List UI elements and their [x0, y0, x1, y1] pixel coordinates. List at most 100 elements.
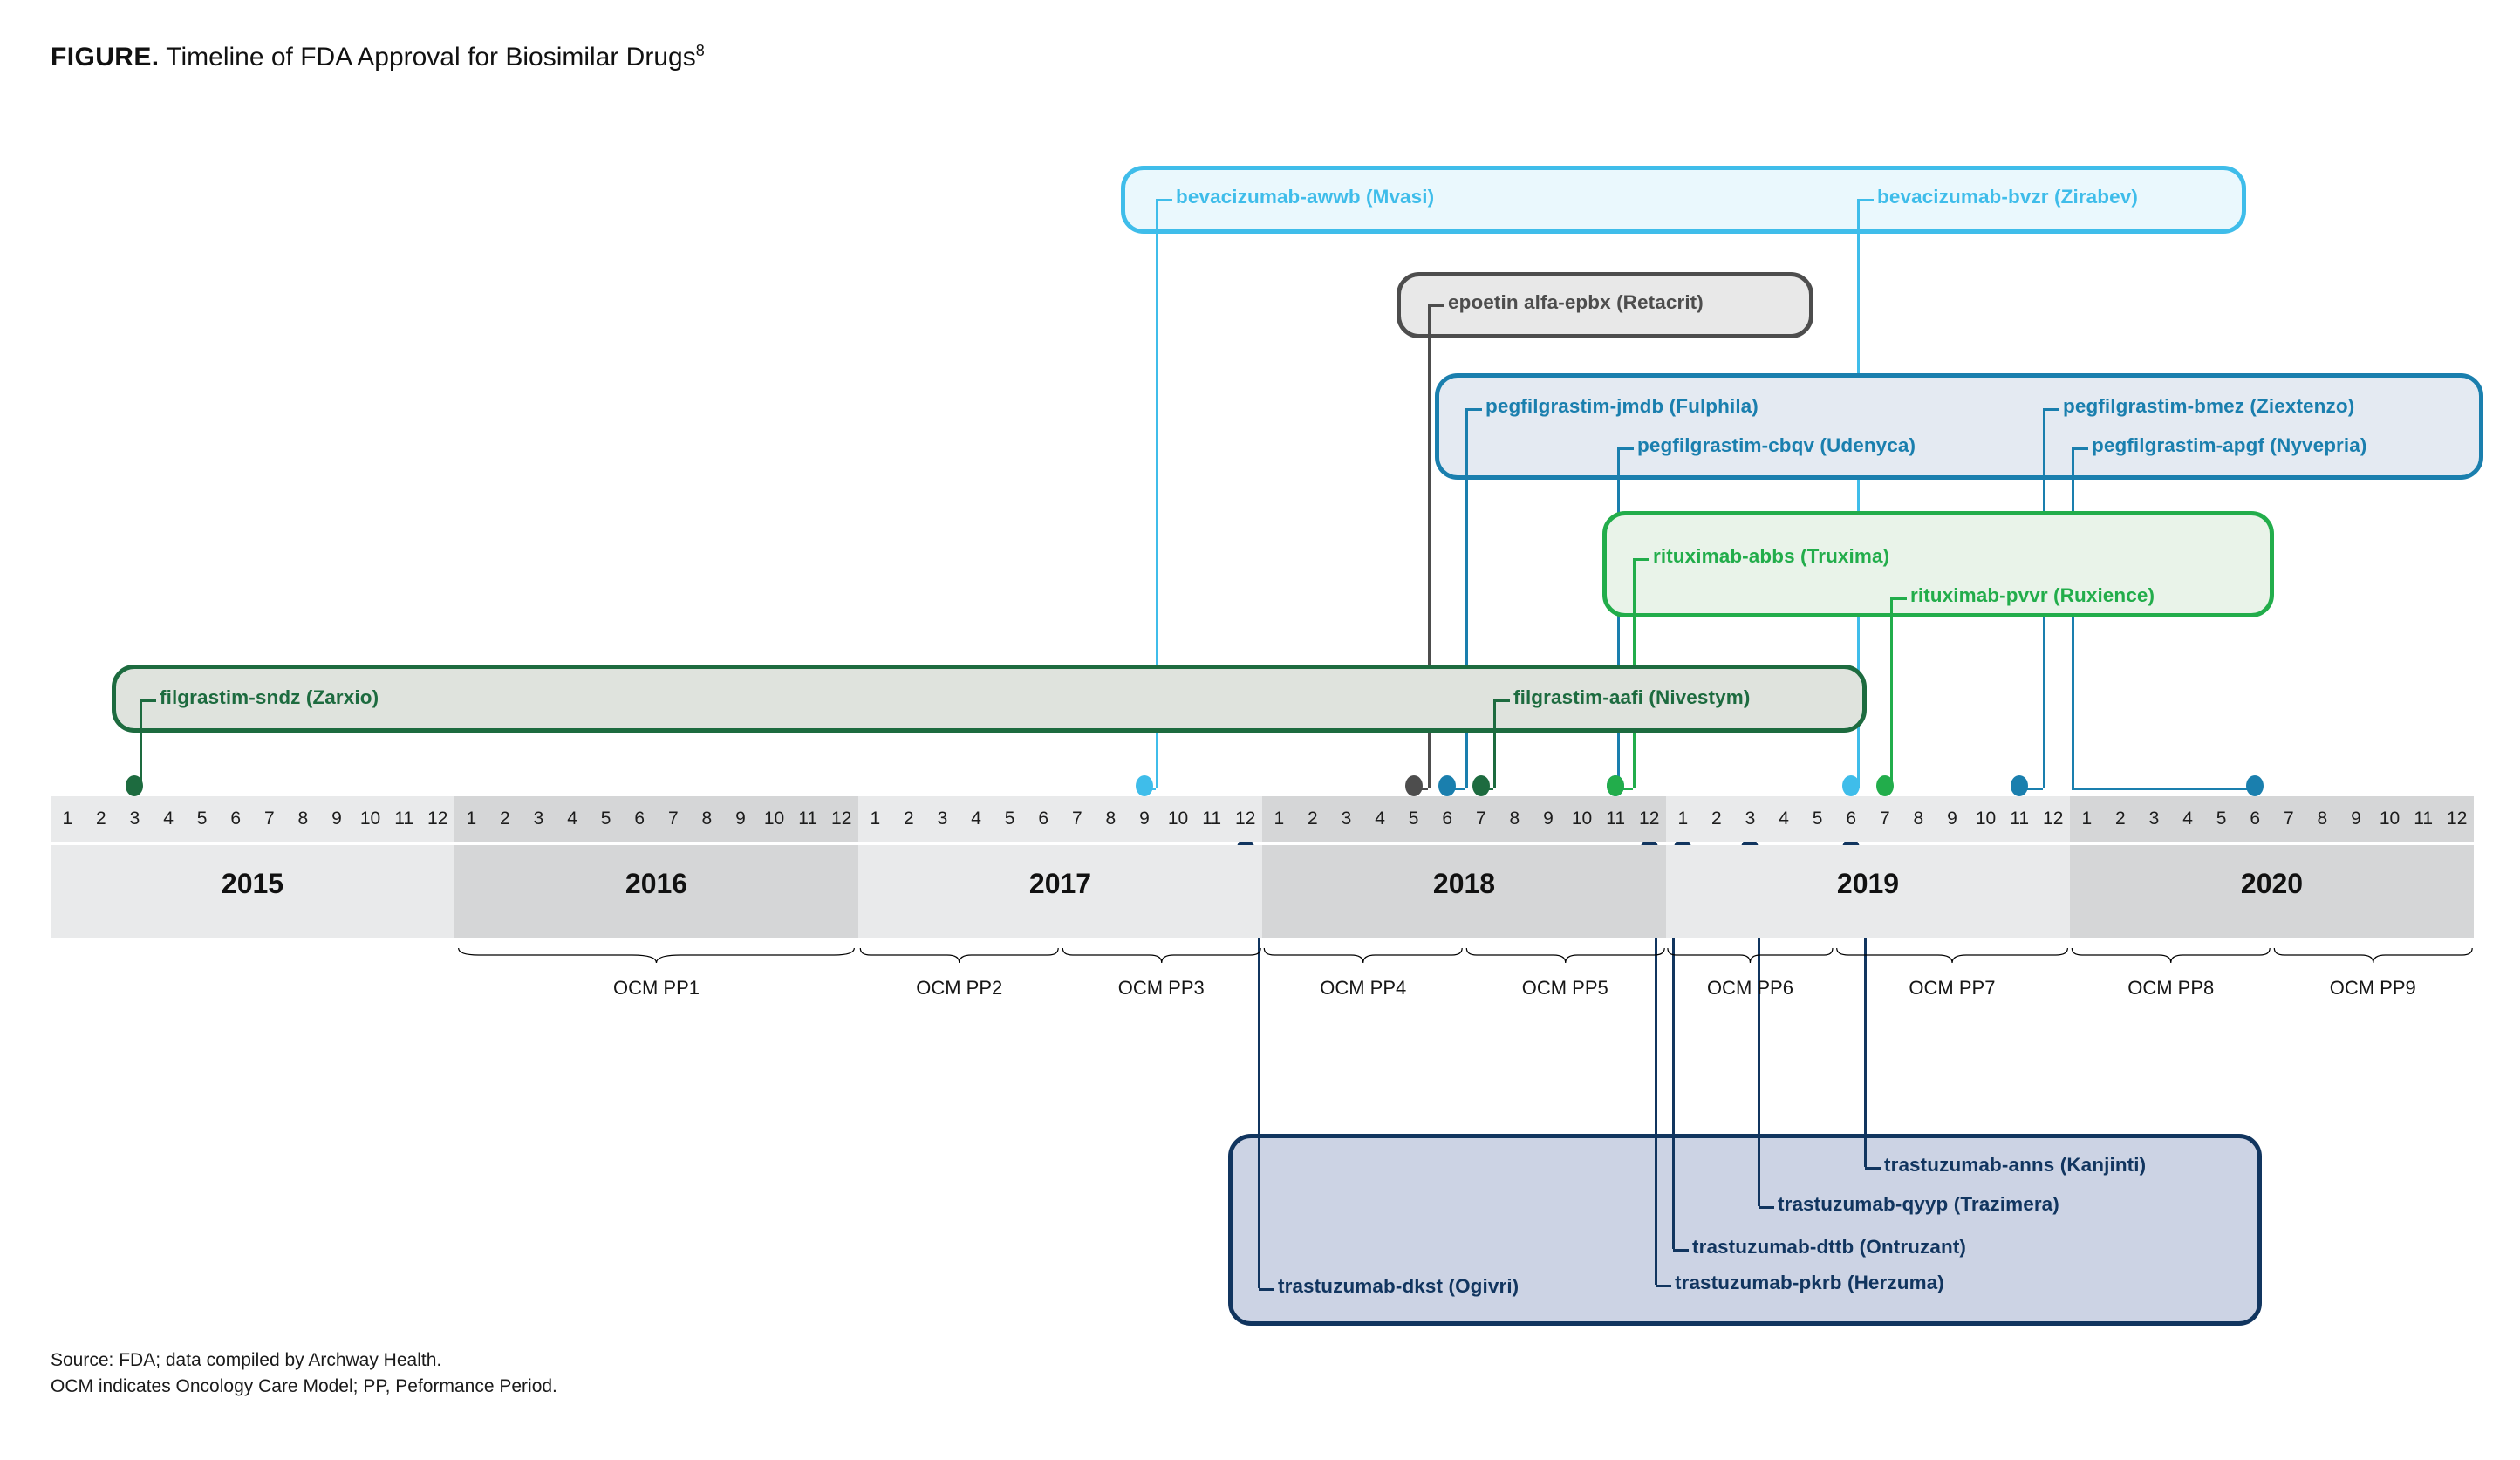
year-band-2020: 2020: [2070, 845, 2474, 938]
month-tick-2020-1: 1: [2081, 808, 2093, 829]
connector-vertical: [1465, 408, 1468, 788]
connector-tick: [1429, 304, 1444, 307]
month-tick-2015-6: 6: [230, 808, 242, 829]
month-tick-2016-3: 3: [533, 808, 544, 829]
drug-label-trastuzumab-qyyp: trastuzumab-qyyp (Trazimera): [1778, 1193, 2059, 1215]
month-tick-2015-2: 2: [96, 808, 106, 829]
connector-tick: [1634, 558, 1649, 561]
month-tick-2017-12: 12: [1235, 808, 1256, 829]
month-tick-2017-10: 10: [1167, 808, 1189, 829]
month-tick-2015-4: 4: [163, 808, 174, 829]
month-tick-2017-2: 2: [904, 808, 914, 829]
ocm-period-2: OCM PP2: [858, 947, 1061, 1026]
month-tick-2015-3: 3: [129, 808, 140, 829]
approval-marker-rituximab-abbs[interactable]: [1607, 775, 1625, 796]
drug-label-filgrastim-aafi: filgrastim-aafi (Nivestym): [1513, 686, 1751, 708]
month-tick-2020-8: 8: [2317, 808, 2328, 829]
approval-marker-filgrastim-aafi[interactable]: [1472, 775, 1490, 796]
connector-vertical: [1857, 199, 1860, 788]
year-band-2019: 2019: [1666, 845, 2070, 938]
month-tick-2016-7: 7: [667, 808, 679, 829]
year-band-2015: 2015: [51, 845, 454, 938]
callout-box-epoetin: [1397, 272, 1813, 338]
drug-label-pegfilgrastim-cbqv: pegfilgrastim-cbqv (Udenyca): [1637, 434, 1916, 456]
ocm-period-label: OCM PP2: [916, 977, 1003, 999]
connector-tick: [1891, 597, 1907, 600]
connector-tick: [140, 699, 156, 702]
month-tick-2017-5: 5: [1004, 808, 1015, 829]
month-tick-2020-11: 11: [2414, 808, 2434, 829]
month-tick-2016-5: 5: [600, 808, 611, 829]
month-tick-2018-8: 8: [1509, 808, 1520, 829]
month-band-2017: [858, 796, 1262, 842]
month-tick-2018-4: 4: [1375, 808, 1385, 829]
month-tick-2016-2: 2: [500, 808, 510, 829]
month-tick-2019-6: 6: [1846, 808, 1857, 829]
month-tick-2020-2: 2: [2115, 808, 2126, 829]
month-tick-2019-10: 10: [1975, 808, 1997, 829]
ocm-brace: [1465, 947, 1667, 970]
month-tick-2017-3: 3: [937, 808, 948, 829]
approval-marker-pegfilgrastim-apgf[interactable]: [2246, 775, 2264, 796]
month-band-2016: [454, 796, 858, 842]
drug-label-bevacizumab-bvzr: bevacizumab-bvzr (Zirabev): [1877, 186, 2138, 208]
month-tick-2019-4: 4: [1779, 808, 1789, 829]
month-tick-2015-9: 9: [331, 808, 342, 829]
month-tick-2015-7: 7: [263, 808, 275, 829]
month-tick-2020-10: 10: [2379, 808, 2400, 829]
month-band-2015: [51, 796, 454, 842]
approval-marker-bevacizumab-bvzr[interactable]: [1842, 775, 1861, 796]
connector-jog: [1447, 788, 1465, 790]
approval-marker-pegfilgrastim-jmdb[interactable]: [1438, 775, 1457, 796]
connector-tick: [1494, 699, 1510, 702]
connector-jog: [2019, 788, 2043, 790]
month-tick-2018-9: 9: [1543, 808, 1554, 829]
drug-label-trastuzumab-dttb: trastuzumab-dttb (Ontruzant): [1692, 1236, 1967, 1258]
connector-jog: [1615, 788, 1633, 790]
month-tick-2017-8: 8: [1105, 808, 1117, 829]
approval-marker-epoetin[interactable]: [1404, 775, 1423, 796]
month-tick-2018-6: 6: [1442, 808, 1453, 829]
month-tick-2016-12: 12: [831, 808, 852, 829]
connector-tick: [1618, 447, 1634, 450]
year-band-2017: 2017: [858, 845, 1262, 938]
approval-marker-rituximab-pvvr[interactable]: [1875, 775, 1894, 796]
month-tick-2020-6: 6: [2250, 808, 2261, 829]
approval-marker-filgrastim-sndz[interactable]: [126, 775, 144, 796]
year-label: 2015: [221, 868, 284, 899]
month-tick-2019-2: 2: [1711, 808, 1722, 829]
drug-label-pegfilgrastim-bmez: pegfilgrastim-bmez (Ziextenzo): [2063, 395, 2355, 417]
month-tick-2020-7: 7: [2283, 808, 2294, 829]
year-label: 2019: [1836, 868, 1900, 899]
connector-jog: [2072, 788, 2256, 790]
month-band-2018: [1262, 796, 1666, 842]
month-tick-2015-11: 11: [394, 808, 414, 829]
month-tick-2016-1: 1: [466, 808, 477, 829]
month-tick-2018-12: 12: [1639, 808, 1660, 829]
drug-label-pegfilgrastim-apgf: pegfilgrastim-apgf (Nyvepria): [2092, 434, 2367, 456]
ocm-period-4: OCM PP4: [1262, 947, 1465, 1026]
connector-vertical: [1258, 859, 1260, 1288]
drug-label-rituximab-pvvr: rituximab-pvvr (Ruxience): [1910, 584, 2155, 606]
month-tick-2018-1: 1: [1274, 808, 1285, 829]
month-tick-2016-6: 6: [634, 808, 645, 829]
month-tick-2017-11: 11: [1202, 808, 1222, 829]
month-tick-2019-8: 8: [1913, 808, 1924, 829]
connector-vertical: [1655, 859, 1657, 1285]
ocm-period-3: OCM PP3: [1061, 947, 1263, 1026]
ocm-period-5: OCM PP5: [1465, 947, 1667, 1026]
approval-marker-pegfilgrastim-bmez[interactable]: [2011, 775, 2029, 796]
figure-prefix: FIGURE.: [51, 43, 160, 72]
month-tick-2016-10: 10: [763, 808, 785, 829]
year-band-2016: 2016: [454, 845, 858, 938]
ocm-period-8: OCM PP8: [2070, 947, 2272, 1026]
drug-label-bevacizumab-awwb: bevacizumab-awwb (Mvasi): [1176, 186, 1435, 208]
ocm-period-6: OCM PP6: [1666, 947, 1834, 1026]
approval-marker-bevacizumab-awwb[interactable]: [1135, 775, 1153, 796]
ocm-brace: [858, 947, 1061, 970]
month-tick-2019-7: 7: [1879, 808, 1890, 829]
month-tick-2020-4: 4: [2182, 808, 2193, 829]
month-tick-2016-4: 4: [567, 808, 577, 829]
